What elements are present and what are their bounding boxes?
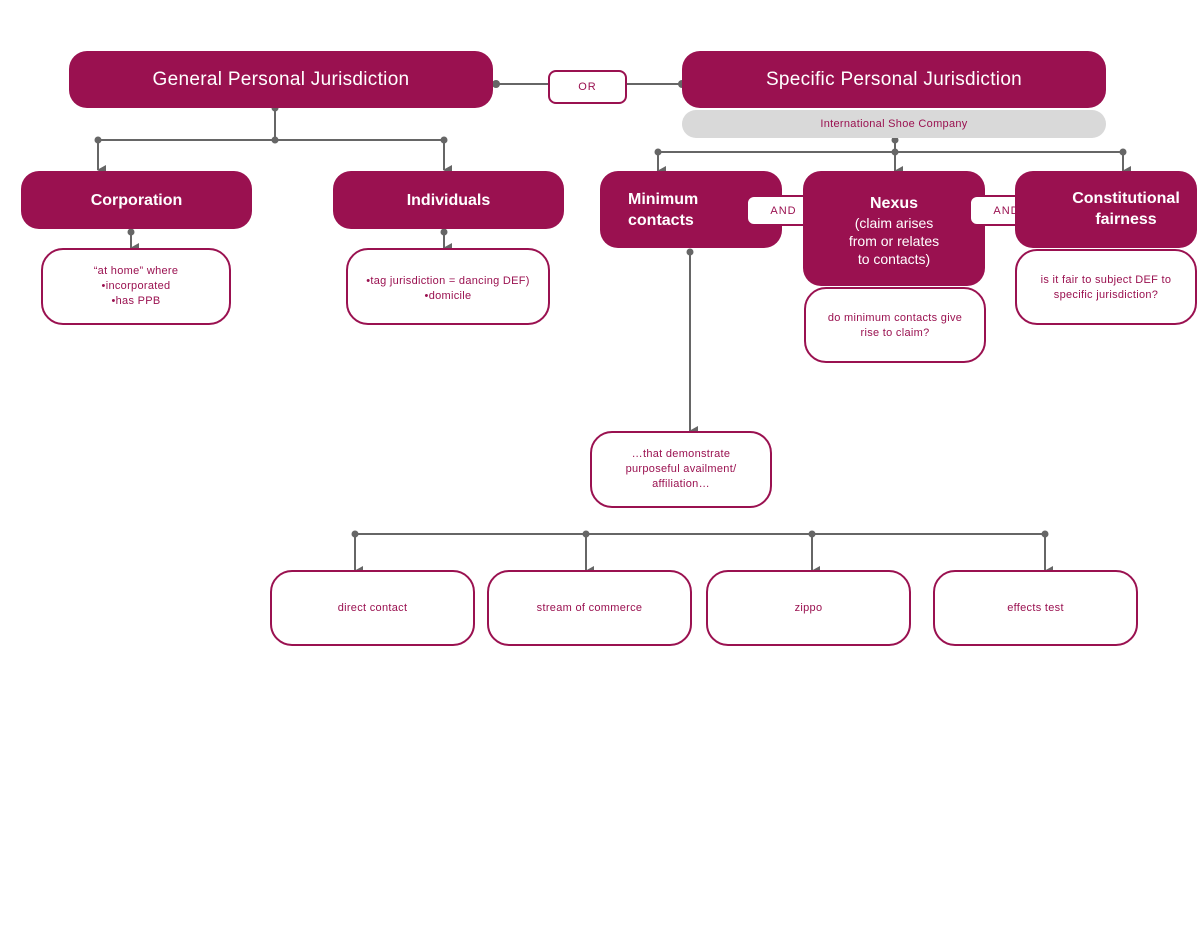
- nexus-detail-line: rise to claim?: [860, 327, 930, 339]
- general-jurisdiction-box: General Personal Jurisdiction: [69, 51, 493, 108]
- nexus-detail-box: do minimum contacts give rise to claim?: [804, 287, 986, 363]
- and-label: AND: [993, 204, 1020, 217]
- minimum-contacts-line: contacts: [628, 212, 694, 229]
- general-jurisdiction-title: General Personal Jurisdiction: [152, 68, 410, 90]
- nexus-sub-line: (claim arises: [854, 215, 934, 231]
- purposeful-availment-box: …that demonstrate purposeful availment/ …: [590, 431, 772, 508]
- corporation-detail-line: •incorporated: [101, 280, 171, 292]
- effects-test-box: effects test: [933, 570, 1138, 646]
- nexus-detail-line: do minimum contacts give: [827, 312, 963, 324]
- specific-jurisdiction-title: Specific Personal Jurisdiction: [765, 68, 1023, 90]
- fairness-detail-box: is it fair to subject DEF to specific ju…: [1015, 249, 1197, 325]
- international-shoe-band: International Shoe Company: [682, 110, 1106, 138]
- fairness-line: Constitutional: [1072, 190, 1180, 207]
- specific-jurisdiction-box: Specific Personal Jurisdiction: [682, 51, 1106, 108]
- constitutional-fairness-box: Constitutional fairness: [1015, 171, 1197, 248]
- nexus-box: Nexus (claim arises from or relates to c…: [803, 171, 985, 286]
- corporation-detail-line: “at home” where: [93, 265, 179, 277]
- purposeful-line: affiliation…: [652, 478, 710, 490]
- minimum-contacts-line: Minimum: [628, 191, 699, 208]
- fairness-detail-line: specific jurisdiction?: [1053, 289, 1159, 301]
- nexus-sub-line: from or relates: [848, 233, 940, 249]
- stream-of-commerce-box: stream of commerce: [487, 570, 692, 646]
- direct-contact-box: direct contact: [270, 570, 475, 646]
- corporation-detail-box: “at home” where •incorporated •has PPB: [41, 248, 231, 325]
- corporation-label: Corporation: [90, 191, 183, 209]
- purposeful-line: purposeful availment/: [625, 463, 737, 475]
- and-label: AND: [770, 204, 797, 217]
- individuals-detail-line: •domicile: [424, 290, 472, 302]
- international-shoe-label: International Shoe Company: [820, 118, 968, 130]
- test-label: effects test: [1007, 601, 1064, 614]
- nexus-label: Nexus: [869, 195, 919, 212]
- purposeful-line: …that demonstrate: [631, 448, 731, 460]
- fairness-line: fairness: [1095, 211, 1157, 228]
- individuals-box: Individuals: [333, 171, 564, 229]
- fairness-detail-line: is it fair to subject DEF to: [1040, 274, 1172, 286]
- or-label: OR: [578, 81, 597, 93]
- test-label: zippo: [794, 601, 823, 614]
- test-label: stream of commerce: [536, 601, 643, 614]
- corporation-detail-line: •has PPB: [111, 295, 161, 307]
- test-label: direct contact: [337, 601, 408, 614]
- corporation-box: Corporation: [21, 171, 252, 229]
- nexus-sub-line: to contacts): [857, 251, 931, 267]
- or-connector: OR: [548, 70, 627, 104]
- individuals-detail-line: •tag jurisdiction = dancing DEF): [366, 275, 530, 287]
- zippo-box: zippo: [706, 570, 911, 646]
- individuals-detail-box: •tag jurisdiction = dancing DEF) •domici…: [346, 248, 550, 325]
- individuals-label: Individuals: [406, 191, 491, 209]
